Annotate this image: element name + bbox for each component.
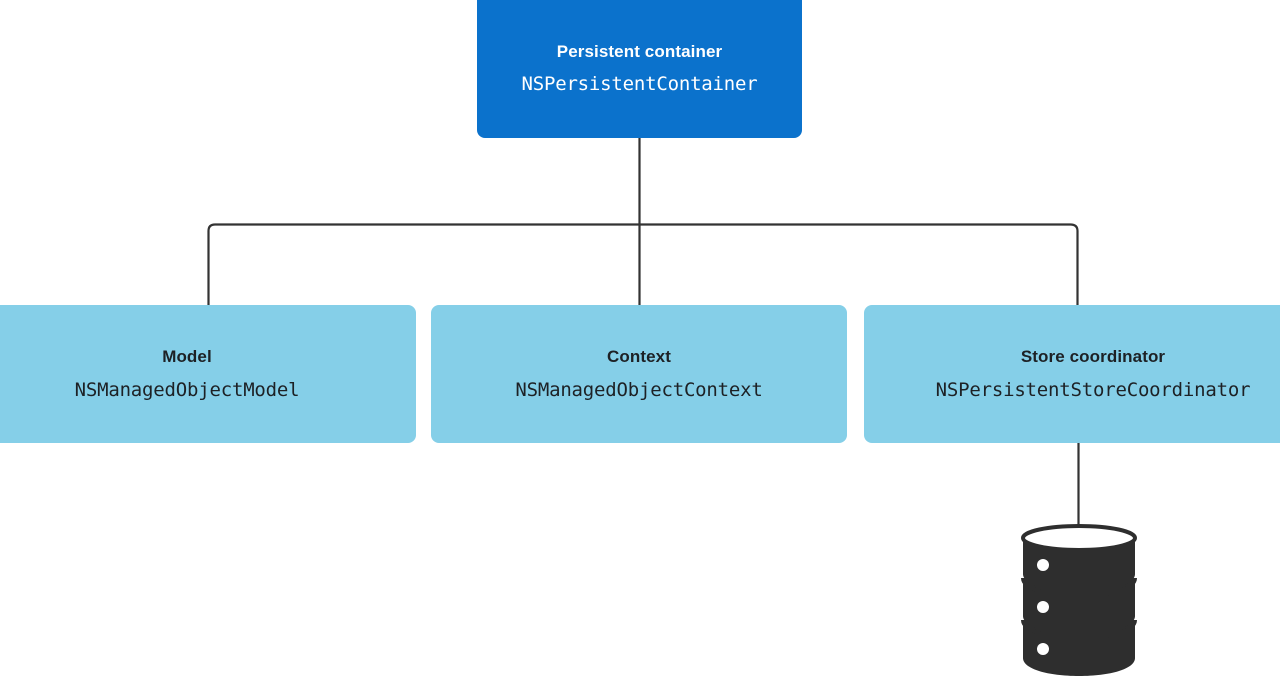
node-title: Model bbox=[162, 347, 212, 366]
node-store-coordinator[interactable]: Store coordinator NSPersistentStoreCoord… bbox=[864, 305, 1280, 443]
edge-bus bbox=[207, 223, 1079, 306]
node-class-name: NSManagedObjectContext bbox=[515, 379, 763, 401]
database-rim-middle bbox=[1021, 577, 1137, 599]
database-lid bbox=[1021, 524, 1137, 552]
node-model[interactable]: Model NSManagedObjectModel bbox=[0, 305, 416, 443]
database-cylinder-icon bbox=[1021, 524, 1137, 676]
node-title: Context bbox=[607, 347, 671, 366]
database-indicator-dot-bottom bbox=[1037, 643, 1049, 655]
node-persistent-container[interactable]: Persistent container NSPersistentContain… bbox=[477, 0, 802, 138]
node-class-name: NSManagedObjectModel bbox=[74, 379, 300, 401]
database-rim-bottom bbox=[1021, 619, 1137, 641]
node-class-name: NSPersistentContainer bbox=[521, 72, 758, 95]
node-context[interactable]: Context NSManagedObjectContext bbox=[431, 305, 847, 443]
database-segment-top bbox=[1023, 538, 1135, 592]
node-class-name: NSPersistentStoreCoordinator bbox=[935, 379, 1251, 401]
node-title: Persistent container bbox=[556, 41, 723, 61]
node-title: Store coordinator bbox=[1020, 347, 1166, 366]
database-indicator-dot-middle bbox=[1037, 601, 1049, 613]
database-indicator-dot-top bbox=[1037, 559, 1049, 571]
